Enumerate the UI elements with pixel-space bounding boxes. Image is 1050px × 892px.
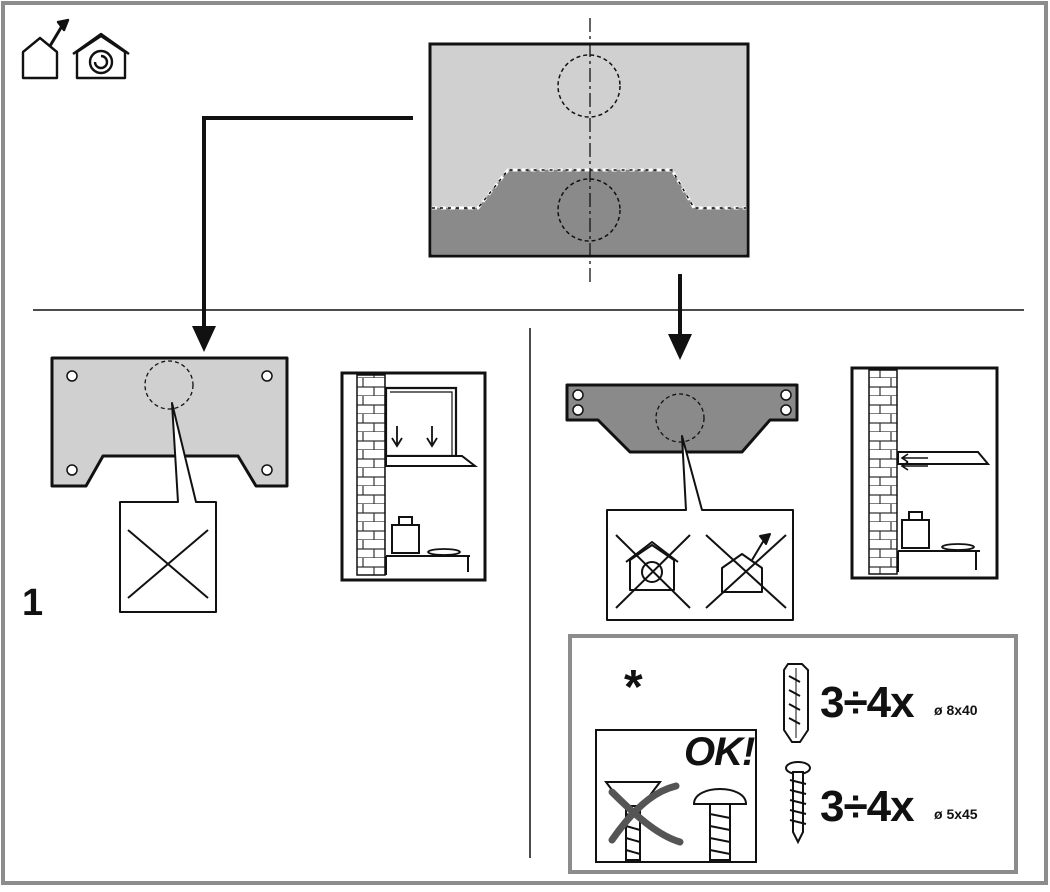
down-arrow-icon xyxy=(426,426,438,448)
house-recirculation-icon xyxy=(72,32,130,80)
ok-label: OK! xyxy=(684,730,755,774)
step-number: 1 xyxy=(22,582,44,624)
house-recirculation-icon xyxy=(625,541,679,591)
left-arrow-icon xyxy=(900,461,928,471)
wall-anchor-size: ø 8x40 xyxy=(934,702,978,718)
arrow-to-ducted xyxy=(202,116,413,348)
screw-quantity: 3÷4x xyxy=(820,782,915,831)
outlet-circle-lower xyxy=(557,178,621,242)
screw-size: ø 5x45 xyxy=(934,806,978,822)
bracket-plate-recirculation xyxy=(565,383,799,454)
left-arrow-icon xyxy=(900,453,928,463)
callout-not-required xyxy=(119,402,217,613)
screw-comparison xyxy=(595,729,757,863)
outlet-circle-upper xyxy=(557,54,621,118)
wall-anchor-quantity: 3÷4x xyxy=(820,678,915,727)
pan-head-screw-icon xyxy=(692,788,748,861)
wall-plug-icon xyxy=(783,663,809,743)
house-chimney-icon xyxy=(721,533,771,593)
screw-icon xyxy=(785,761,811,845)
hood-panel-top xyxy=(428,18,750,282)
kitchen-scene-recirculation xyxy=(850,366,999,580)
cross-mark-icon xyxy=(608,782,680,844)
down-arrow-icon xyxy=(391,426,403,448)
bracket-plate-ducted xyxy=(50,356,289,488)
house-chimney-icon xyxy=(21,18,70,80)
note-asterisk: * xyxy=(624,661,643,714)
callout-mode-excluded xyxy=(606,435,794,621)
kitchen-scene-ducted xyxy=(340,371,487,582)
